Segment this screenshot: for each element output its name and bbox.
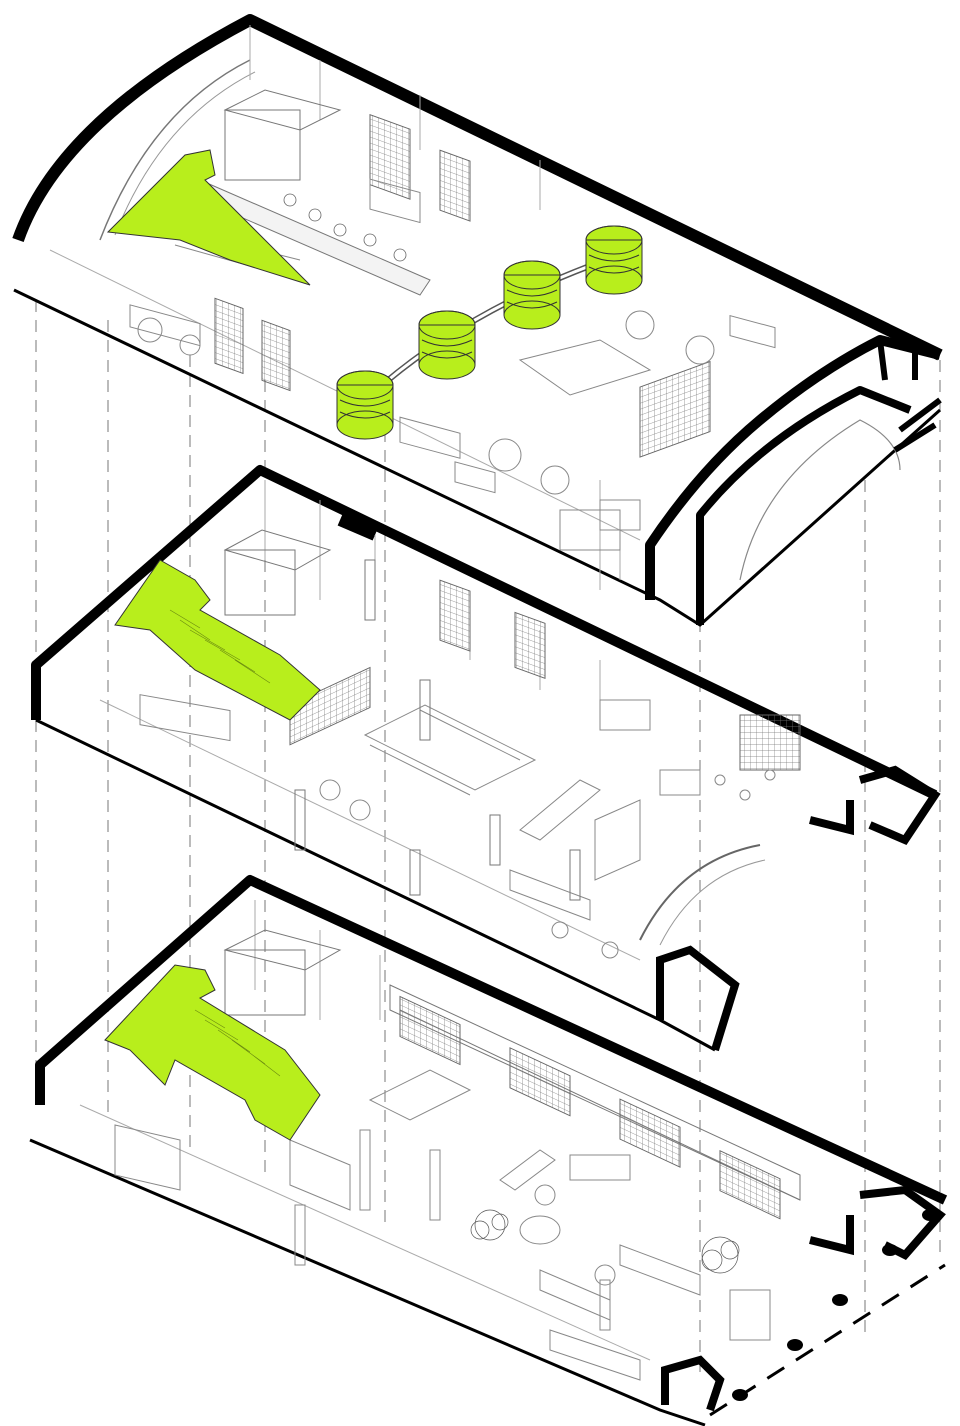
- pod-4: [585, 225, 643, 295]
- pod-1: [336, 370, 394, 440]
- pod-3: [503, 260, 561, 330]
- middle-floor-slab: [35, 718, 716, 1052]
- upper-meeting-pods: [336, 225, 643, 440]
- ground-plant-clusters: [470, 1209, 740, 1274]
- upper-floor-slab: [13, 288, 942, 627]
- ground-stair-highlight: [104, 964, 321, 1141]
- ground-back-wall: [35, 875, 948, 1205]
- ground-floor: [29, 875, 948, 1426]
- middle-stair-highlight: [114, 559, 321, 721]
- upper-vault-arc-left: [99, 59, 251, 241]
- upper-stair-void-highlight: [106, 149, 311, 286]
- middle-back-wall: [31, 465, 938, 800]
- pod-2: [418, 310, 476, 380]
- upper-floor: [12, 14, 943, 627]
- ground-floor-slab: [29, 1138, 706, 1426]
- upper-vault-end-frame: [645, 335, 942, 600]
- upper-vault-roof-edge: [12, 14, 943, 361]
- middle-floor: [31, 465, 941, 1052]
